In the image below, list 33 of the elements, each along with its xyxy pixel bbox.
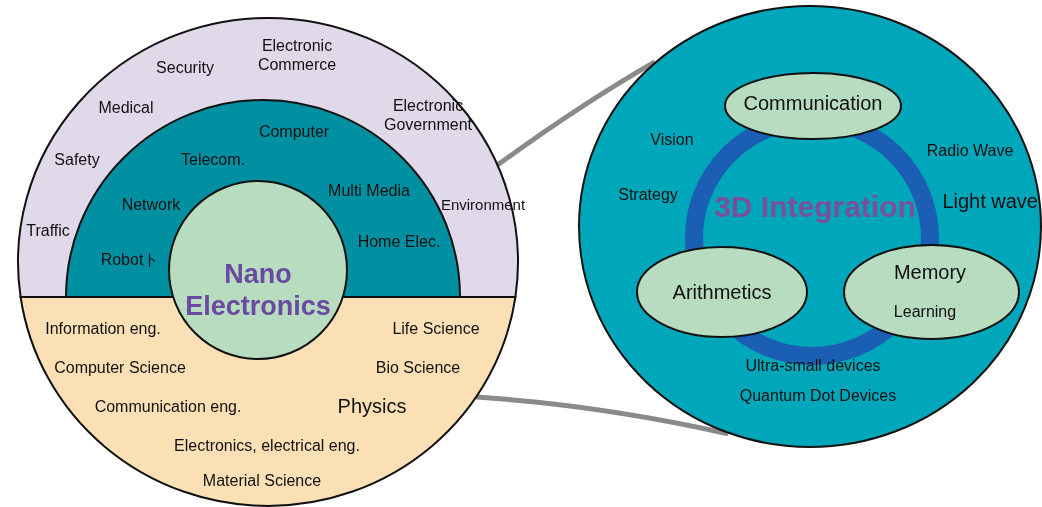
node-text: Computer Science [54, 358, 186, 378]
node-text: Home Elec. [357, 232, 441, 252]
node-text: Physics [337, 394, 407, 418]
node-text: Arithmetics [672, 280, 772, 304]
node-text: Robotト [100, 250, 160, 270]
connector-line [495, 59, 657, 168]
node-text: Light wave [942, 189, 1038, 213]
node-text: Communication [743, 91, 883, 115]
node-text: Bio Science [375, 358, 461, 378]
node-text: Vision [650, 130, 694, 150]
node-text: Material Science [202, 471, 322, 491]
node-text: Network [121, 195, 181, 215]
node-text: Computer [258, 122, 330, 142]
node-text: Security [156, 58, 214, 78]
node-text: Telecom. [181, 150, 245, 170]
node-text: Electronic Commerce [256, 35, 338, 75]
node-text: Quantum Dot Devices [739, 386, 897, 406]
node-text: Memory [893, 260, 967, 284]
node-text: Life Science [392, 319, 480, 339]
node-text: Radio Wave [926, 141, 1014, 161]
node-text: Multi Media [328, 181, 410, 201]
node-text: Nano Electronics [184, 257, 332, 323]
node-text: Electronics, electrical eng. [174, 436, 360, 456]
node-text: Learning [893, 302, 957, 322]
connector-line [476, 394, 729, 437]
node-text: Safety [54, 150, 100, 170]
node-text: Ultra-small devices [745, 356, 881, 376]
node-text: Strategy [618, 185, 678, 205]
node-text: Information eng. [45, 319, 161, 339]
node-text: Traffic [26, 221, 70, 241]
node-text: Communication eng. [94, 397, 242, 417]
node-text: Medical [98, 98, 154, 118]
node-text: 3D Integration [714, 189, 916, 225]
